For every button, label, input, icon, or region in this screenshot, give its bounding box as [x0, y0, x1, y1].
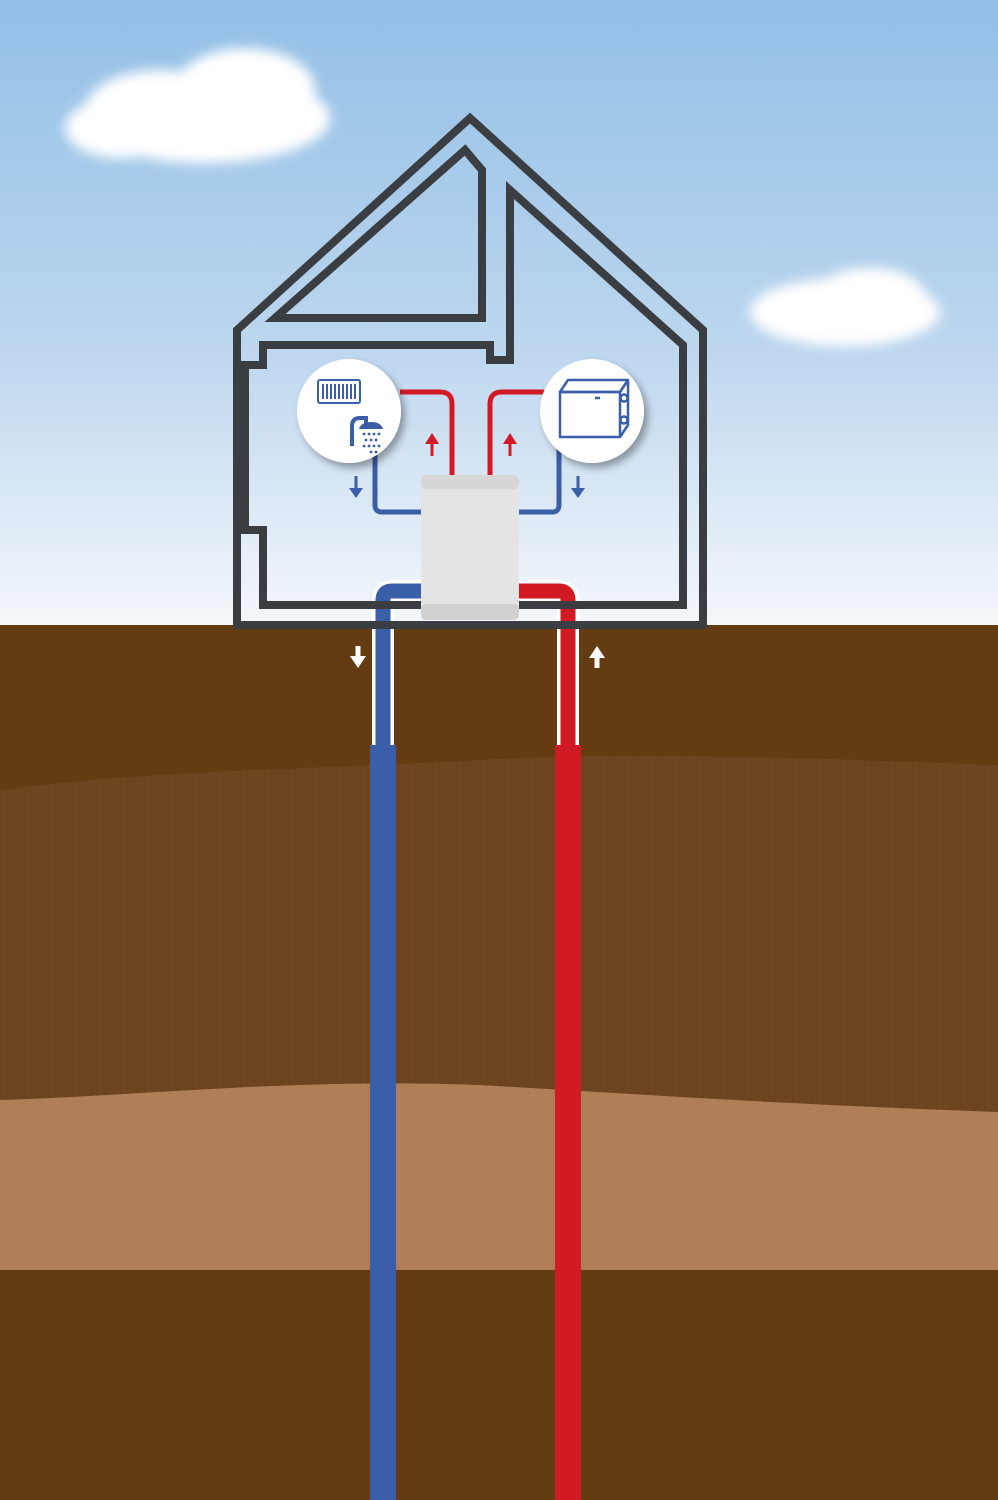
- arrow-ground-up-icon: [589, 646, 605, 668]
- arrow-left-return-icon: [349, 476, 363, 498]
- heat-pump-circle: [540, 359, 644, 463]
- arrow-left-supply-icon: [425, 433, 439, 456]
- shower-icon: [350, 416, 383, 454]
- soil-bottom-layer: [0, 1270, 998, 1500]
- house-pipe-left-return: [372, 420, 425, 515]
- cloud-left: [65, 48, 330, 163]
- radiator-icon: [317, 379, 361, 404]
- house-pipe-right-supply: [487, 389, 545, 478]
- house-outer-wall: [233, 112, 707, 629]
- heating-circle: [297, 359, 401, 463]
- house-inner-wall: [241, 181, 687, 609]
- soil-light-layer: [0, 1083, 998, 1270]
- ground-pipe-cold: [370, 580, 425, 1500]
- house-pipe-right-return: [515, 440, 562, 515]
- heat-pump-tank: [421, 475, 519, 620]
- heat-pump-unit-icon: [558, 378, 630, 439]
- house-pipe-left-supply: [400, 389, 455, 478]
- house-attic: [264, 144, 486, 322]
- arrow-ground-down-icon: [350, 646, 366, 668]
- soil-textured-layer: [0, 755, 998, 1115]
- arrow-right-supply-icon: [503, 433, 517, 456]
- ground-pipe-hot: [515, 580, 581, 1500]
- arrow-right-return-icon: [571, 476, 585, 498]
- house: [233, 112, 707, 629]
- cloud-right: [750, 268, 940, 346]
